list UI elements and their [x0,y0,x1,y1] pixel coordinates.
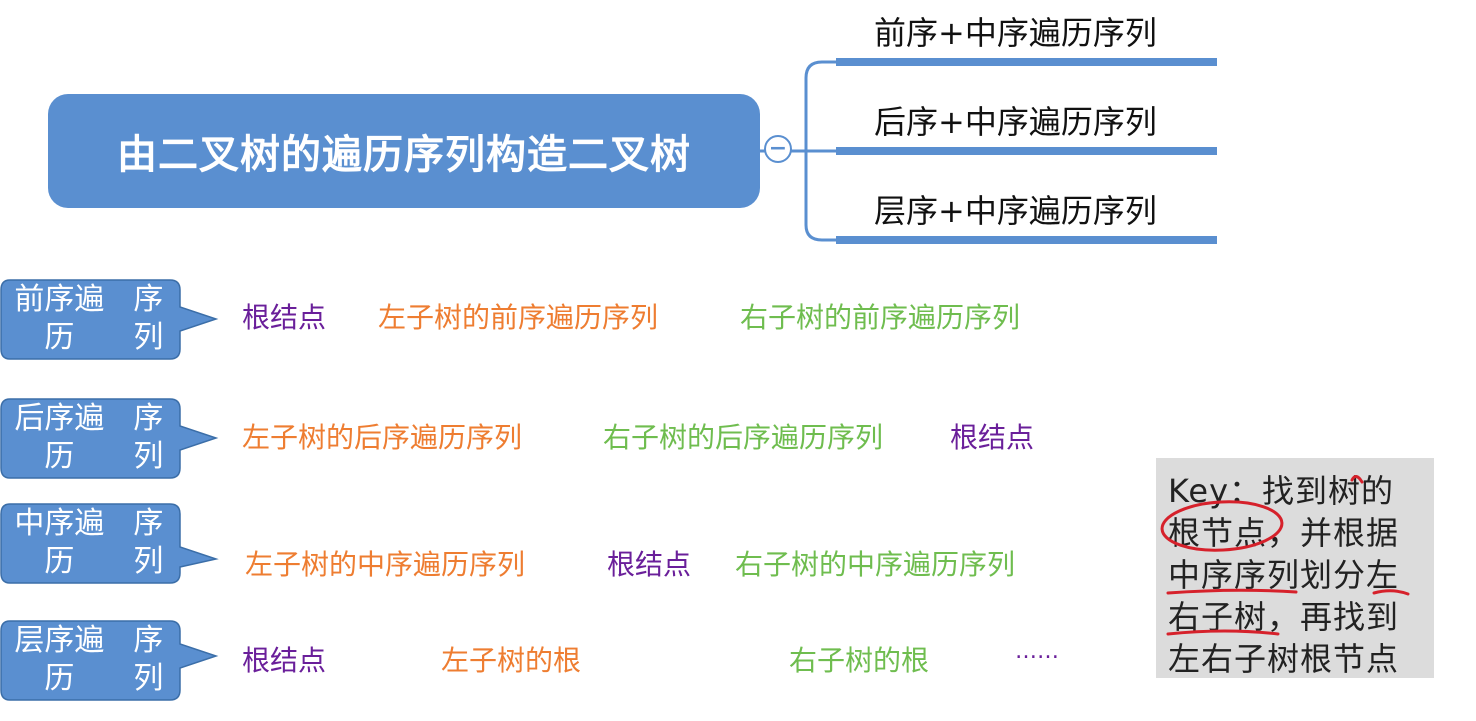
callout-postorder: 后序遍历 序列 [0,398,220,480]
main-topic-label: 由二叉树的遍历序列构造二叉树 [117,132,691,178]
main-topic-node[interactable]: 由二叉树的遍历序列构造二叉树 [48,94,760,208]
callout-label: 中序遍历 序列 [14,506,164,579]
branch-underline-3 [836,236,1217,244]
tick-mark [1350,475,1364,484]
key-line-5: 左右子树根节点 [1168,640,1400,678]
seq-root-node: 根结点 [242,644,327,677]
callout-bubble-shape [0,279,219,360]
seq-right-subtree: 右子树的中序遍历序列 [735,548,1016,581]
underline-annotation [1166,629,1280,636]
collapse-toggle-button[interactable]: − [764,135,792,163]
seq-left-subtree-root: 左子树的根 [441,644,582,677]
seq-right-subtree-root: 右子树的根 [789,644,930,677]
branch-node-preorder-inorder[interactable]: 前序+中序遍历序列 [874,14,1157,52]
callout-preorder: 前序遍历 序列 [0,279,220,361]
branch-node-levelorder-inorder[interactable]: 层序+中序遍历序列 [874,192,1157,230]
seq-left-subtree: 左子树的后序遍历序列 [242,421,523,454]
callout-bubble-shape [0,398,219,479]
seq-left-subtree: 左子树的中序遍历序列 [245,548,526,581]
callout-label: 层序遍历 序列 [14,623,164,696]
seq-left-subtree: 左子树的前序遍历序列 [378,301,659,334]
seq-ellipsis: …… [1015,639,1059,664]
callout-inorder: 中序遍历 序列 [0,503,220,585]
underline-annotation [1372,589,1410,596]
callout-label: 后序遍历 序列 [14,401,164,474]
callout-levelorder: 层序遍历 序列 [0,620,220,702]
underline-annotation [1166,588,1298,595]
branch-underline-1 [836,58,1217,66]
branch-connector-3 [804,151,836,242]
circle-annotation [1160,500,1284,552]
key-note-box: Key：找到树的 根节点，并根据 中序序列划分左 右子树，再找到 左右子树根节点 [1156,458,1434,678]
minus-icon: − [768,136,788,161]
mindmap-connectors [760,58,1217,244]
callout-label: 前序遍历 序列 [14,282,164,355]
callout-bubble-shape [0,503,219,584]
key-line-3: 中序序列划分左 [1168,556,1400,594]
seq-root-node: 根结点 [242,301,327,334]
seq-right-subtree: 右子树的后序遍历序列 [603,421,884,454]
key-line-4: 右子树，再找到 [1168,598,1400,636]
callout-bubble-shape [0,620,219,701]
seq-right-subtree: 右子树的前序遍历序列 [740,301,1021,334]
handwritten-annotations [1160,475,1410,636]
branch-connector-1 [804,60,836,151]
branch-underline-2 [836,147,1217,155]
seq-root-node: 根结点 [950,421,1035,454]
branch-node-postorder-inorder[interactable]: 后序+中序遍历序列 [874,103,1157,141]
seq-root-node: 根结点 [607,548,692,581]
